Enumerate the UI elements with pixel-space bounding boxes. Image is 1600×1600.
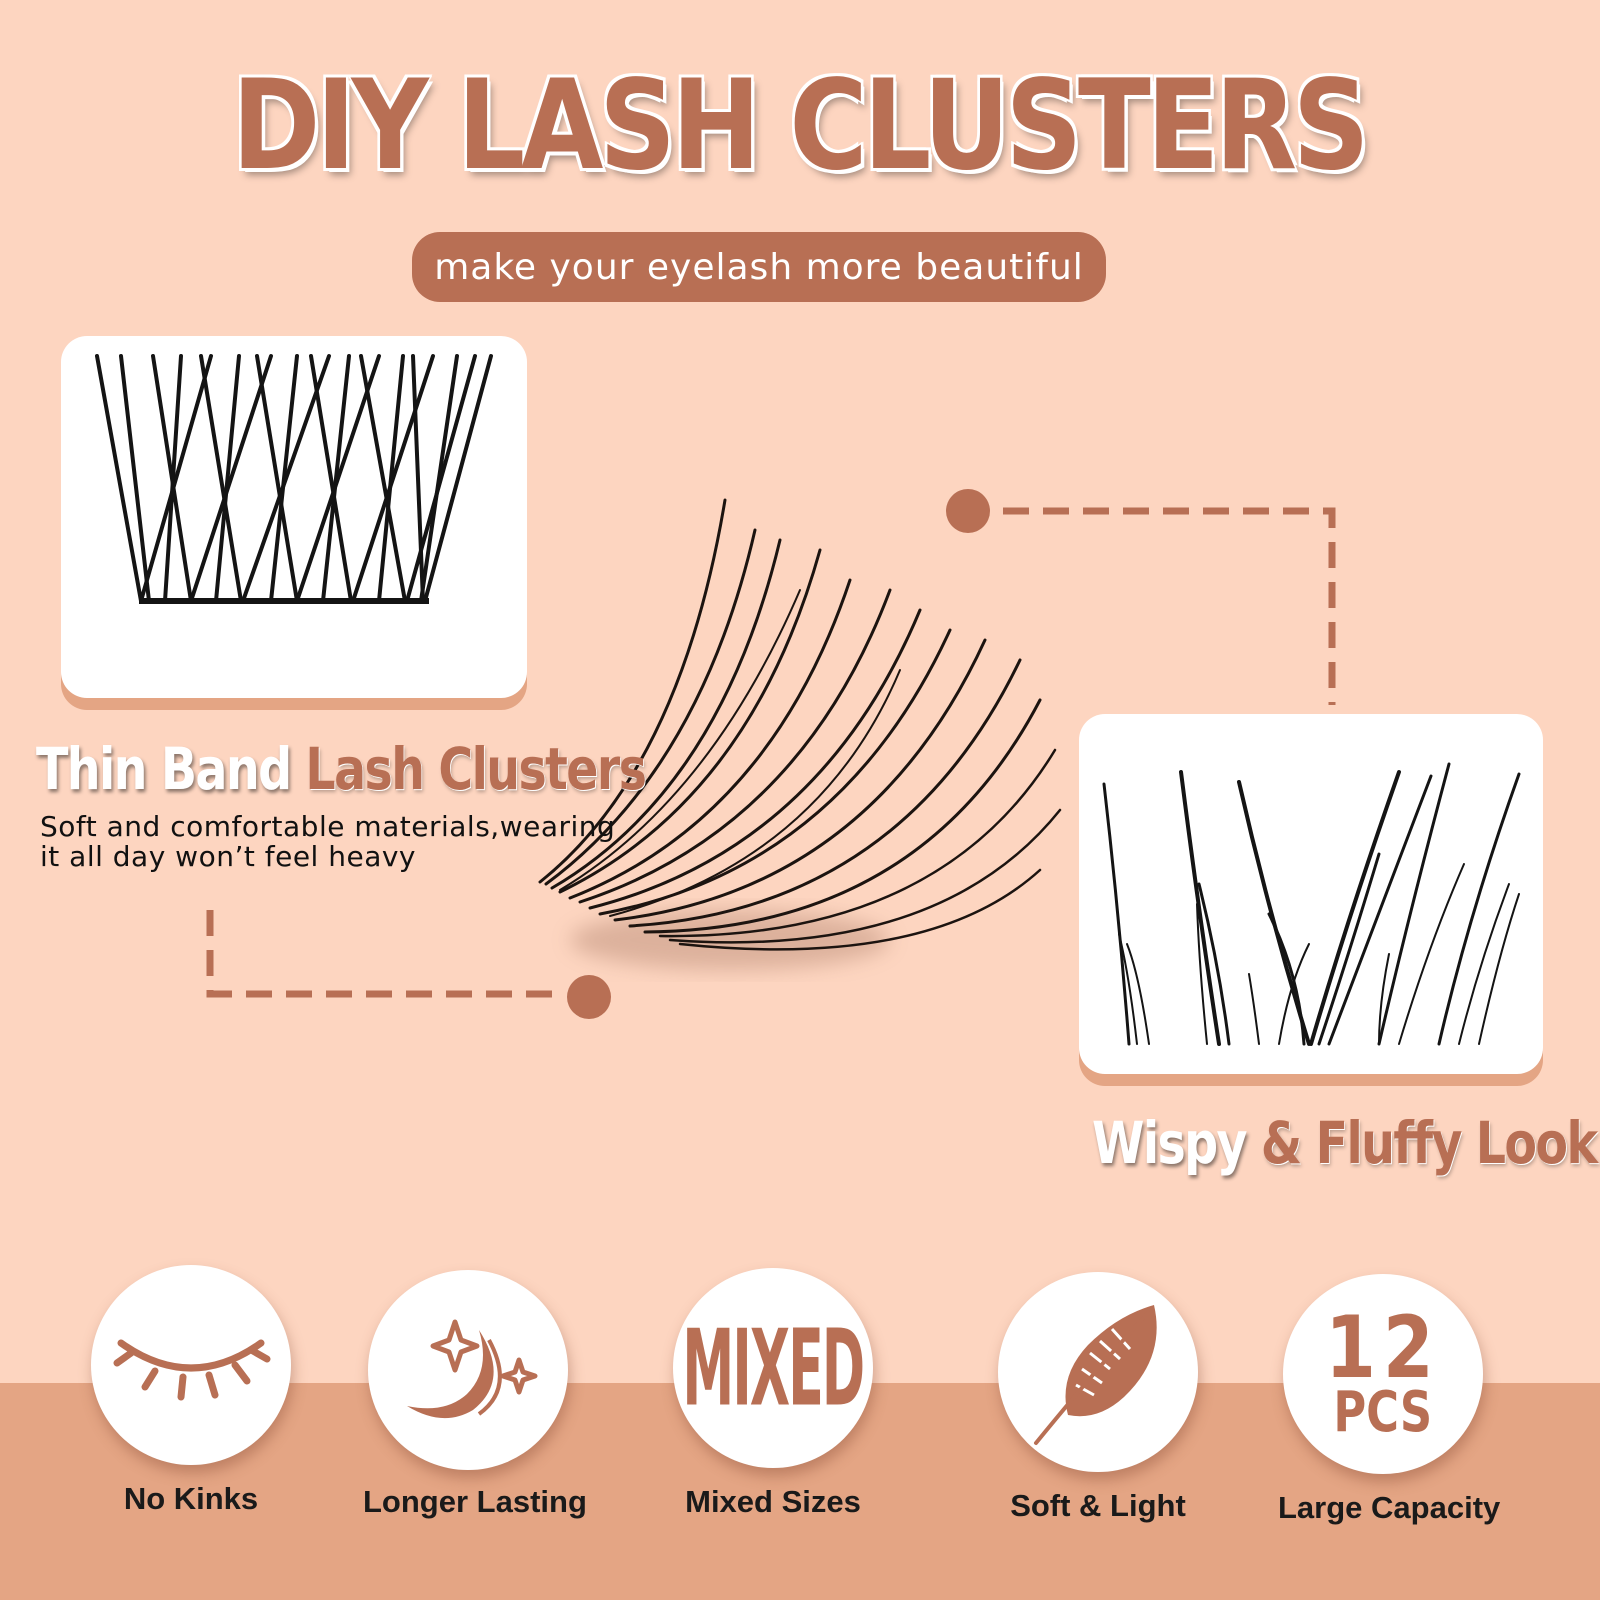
page-title: DIY LASH CLUSTERS bbox=[231, 54, 1371, 198]
wispy-heading-brown: & Fluffy Look bbox=[1260, 1109, 1598, 1177]
feature-no-kinks: No Kinks bbox=[86, 1265, 296, 1517]
connector-dot-right bbox=[946, 489, 990, 533]
feature-label: Longer Lasting bbox=[363, 1484, 587, 1519]
feature-icon-circle bbox=[91, 1265, 291, 1465]
thin-band-heading-white: Thin Band bbox=[36, 735, 292, 803]
count-number: 12 bbox=[1325, 1298, 1441, 1399]
feather-icon bbox=[1034, 1305, 1157, 1445]
connector-line-left bbox=[206, 903, 552, 998]
count-badge-icon: 12 PCS bbox=[1315, 1298, 1451, 1445]
feature-icon-circle bbox=[368, 1270, 568, 1470]
thin-band-lash-illustration bbox=[95, 354, 493, 604]
connector-dot-left bbox=[567, 975, 611, 1019]
feature-mixed-sizes: MIXED Mixed Sizes bbox=[668, 1268, 878, 1520]
closed-eye-icon bbox=[113, 1339, 271, 1401]
feature-soft-light: Soft & Light bbox=[993, 1272, 1203, 1524]
feature-icon-circle: 12 PCS bbox=[1283, 1274, 1483, 1474]
feature-label: No Kinks bbox=[123, 1481, 259, 1516]
wispy-heading: Wispy & Fluffy Look bbox=[1092, 1114, 1598, 1172]
thin-band-heading-brown: Lash Clusters bbox=[305, 735, 647, 803]
connector-line-right bbox=[1003, 507, 1336, 705]
thin-band-closeup-image bbox=[61, 336, 527, 698]
feature-icon-circle: MIXED bbox=[673, 1268, 873, 1468]
feature-large-capacity: 12 PCS Large Capacity bbox=[1278, 1274, 1501, 1526]
page-subtitle: make your eyelash more beautiful bbox=[434, 246, 1084, 288]
feature-longer-lasting: Longer Lasting bbox=[363, 1270, 587, 1520]
moon-stars-icon bbox=[407, 1319, 538, 1419]
lash-cluster-image bbox=[538, 498, 1062, 970]
count-unit: PCS bbox=[1333, 1379, 1433, 1445]
wispy-heading-white: Wispy bbox=[1092, 1109, 1248, 1177]
wispy-closeup-image bbox=[1079, 714, 1543, 1074]
feature-label: Mixed Sizes bbox=[685, 1484, 861, 1519]
subtitle-pill: make your eyelash more beautiful bbox=[412, 232, 1106, 302]
feature-label: Soft & Light bbox=[1010, 1488, 1186, 1523]
feature-label: Large Capacity bbox=[1278, 1490, 1501, 1525]
thin-band-description: Soft and comfortable materials,wearing i… bbox=[40, 810, 616, 873]
feature-icon-circle bbox=[998, 1272, 1198, 1472]
thin-band-heading: Thin Band Lash Clusters bbox=[36, 740, 647, 798]
wispy-lash-illustration bbox=[1102, 762, 1521, 1046]
mixed-text-icon: MIXED bbox=[682, 1306, 866, 1430]
